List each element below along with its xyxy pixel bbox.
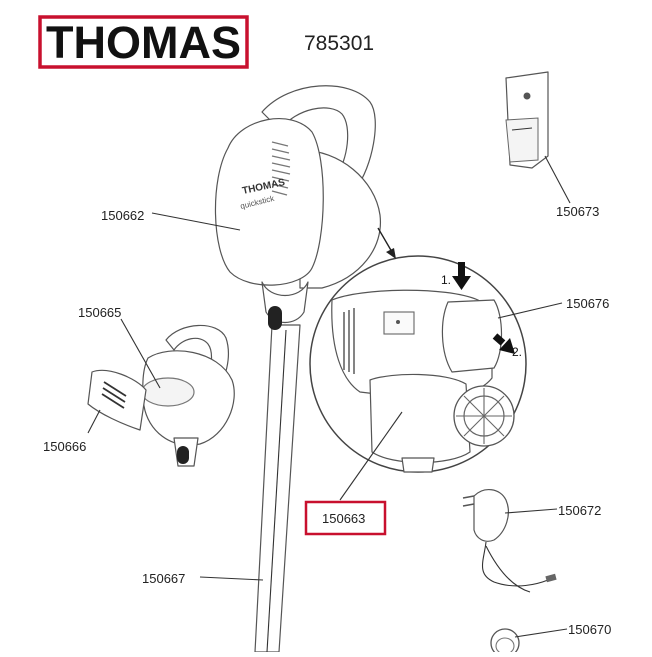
part-label-150667: 150667 (142, 571, 185, 586)
charger-adapter (462, 489, 557, 593)
part-label-150672: 150672 (558, 503, 601, 518)
detail-pointer-arrow (377, 227, 396, 259)
round-part (490, 628, 520, 657)
part-label-150666: 150666 (43, 439, 86, 454)
step-1-arrow (452, 262, 471, 290)
part-label-150670: 150670 (568, 622, 611, 637)
stick-tube (254, 324, 301, 653)
logo-text: THOMAS (46, 17, 241, 68)
logo-frame (38, 15, 249, 69)
release-button (268, 306, 282, 330)
wall-bracket (505, 71, 549, 169)
part-label-150676: 150676 (566, 296, 609, 311)
leader-lines (87, 155, 571, 638)
handheld-vacuum-body: THOMAS quickstick (214, 85, 382, 330)
step-2-arrow (492, 333, 515, 354)
part-label-150663: 150663 (322, 511, 365, 526)
part-label-150665: 150665 (78, 305, 121, 320)
step-1-label: 1. (441, 273, 451, 287)
part-label-150673: 150673 (556, 204, 599, 219)
step-2-label: 2. (512, 345, 522, 359)
detail-motor-assembly (331, 289, 515, 473)
highlight-box (304, 500, 387, 536)
model-number: 785301 (304, 32, 374, 55)
filter-inset (141, 377, 195, 407)
small-release-button (177, 446, 189, 464)
brand-logo: THOMAS (38, 15, 249, 69)
detached-handheld-unit (87, 324, 235, 467)
part-label-150662: 150662 (101, 208, 144, 223)
